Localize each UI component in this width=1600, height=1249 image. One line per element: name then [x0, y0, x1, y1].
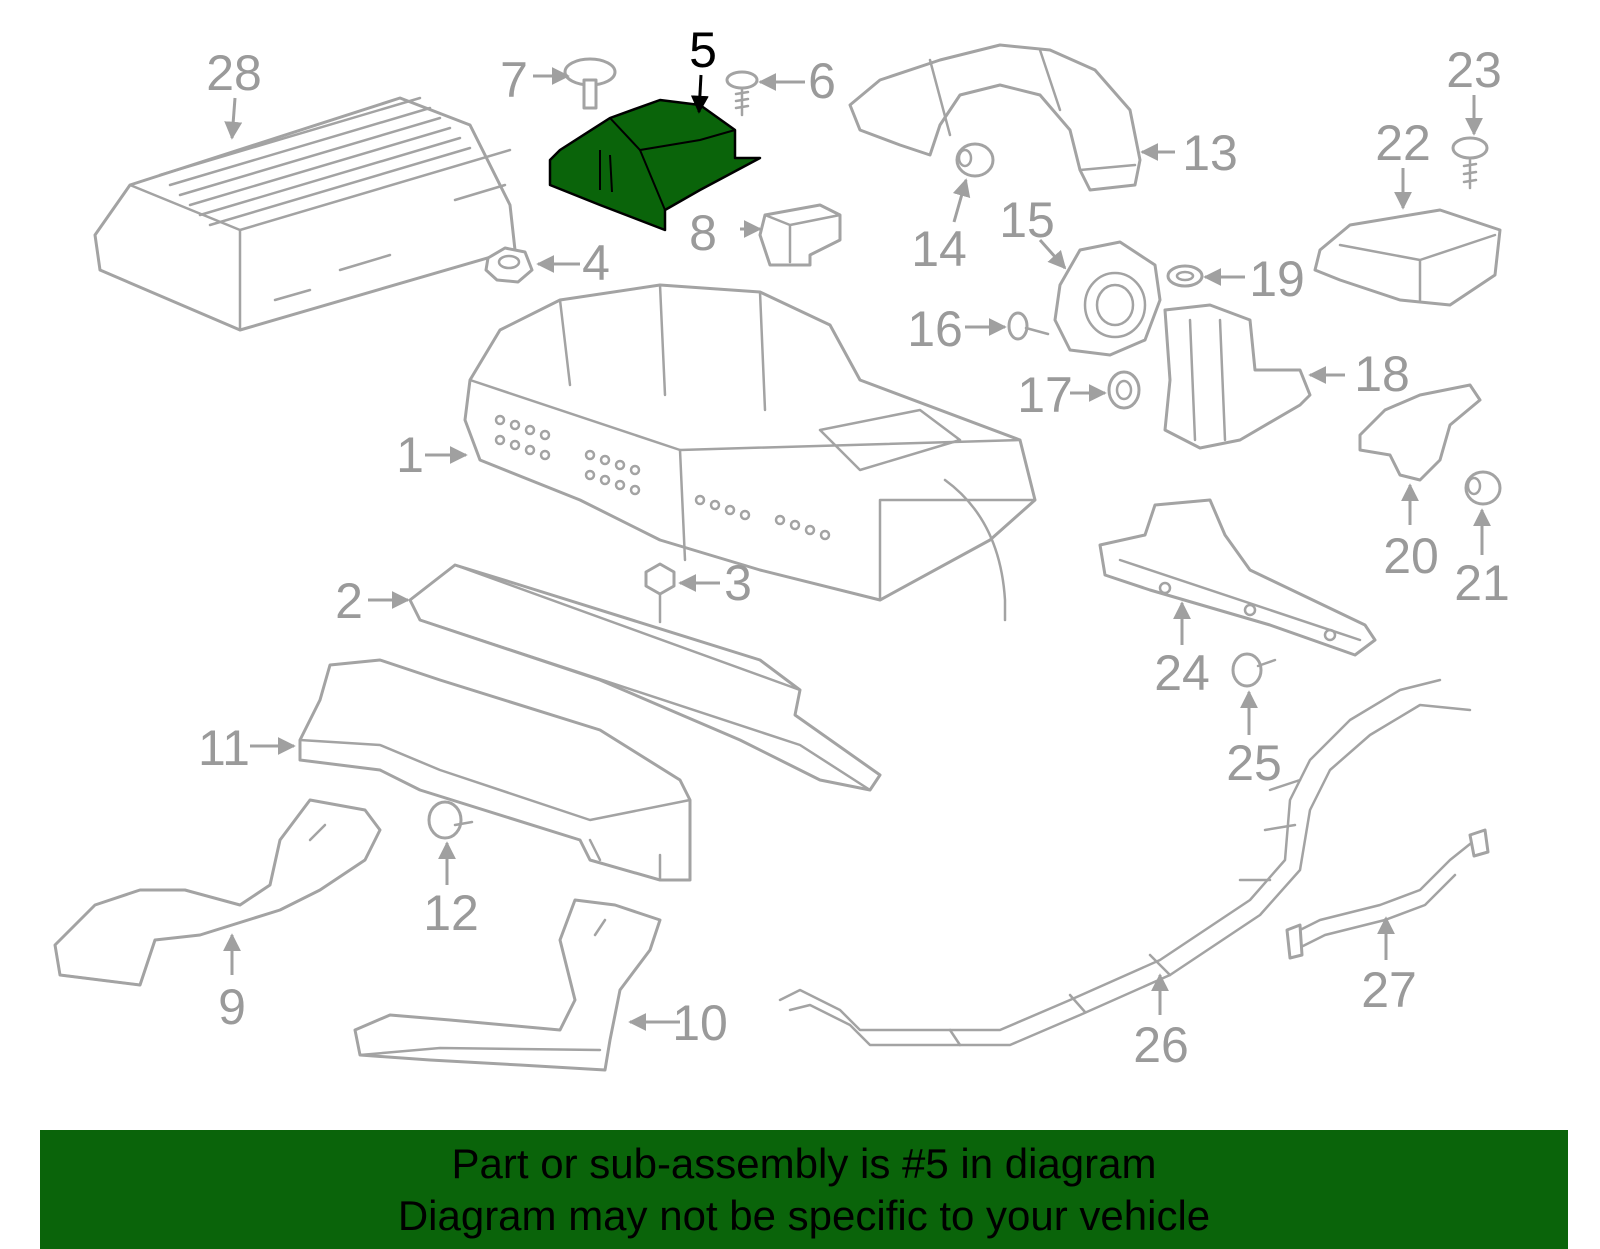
part-23-screw — [1451, 136, 1489, 190]
part-5-bracket — [548, 98, 762, 232]
part-28-module — [93, 96, 517, 332]
part-20-duct — [1358, 383, 1482, 482]
part-4-nut — [484, 246, 534, 284]
callout-labels: 28 7 5 6 8 4 1 2 3 11 12 9 10 13 14 15 1… — [198, 22, 1510, 1073]
callout-8: 8 — [689, 205, 717, 261]
callout-2: 2 — [335, 573, 363, 629]
callout-3: 3 — [724, 555, 752, 611]
info-banner: Part or sub-assembly is #5 in diagram Di… — [40, 1130, 1568, 1249]
callout-4: 4 — [582, 235, 610, 291]
part-17-ring — [1107, 370, 1141, 410]
callout-7: 7 — [500, 52, 528, 108]
part-21-grommet — [1464, 470, 1502, 506]
part-18-duct — [1163, 303, 1312, 450]
callout-20: 20 — [1383, 528, 1439, 584]
part-12-fastener — [427, 800, 474, 840]
callout-25: 25 — [1226, 735, 1282, 791]
part-25-fastener — [1231, 652, 1277, 688]
part-22-cover — [1313, 208, 1502, 307]
part-1-battery-pack — [463, 283, 1037, 622]
callout-17: 17 — [1017, 367, 1073, 423]
callout-15: 15 — [999, 192, 1055, 248]
part-3-bolt — [644, 562, 676, 624]
part-13-hose — [848, 43, 1142, 192]
callout-10: 10 — [672, 995, 728, 1051]
part-14-grommet — [955, 142, 995, 178]
callout-27: 27 — [1361, 962, 1417, 1018]
callout-5: 5 — [689, 22, 717, 78]
banner-line-1: Part or sub-assembly is #5 in diagram — [451, 1139, 1157, 1187]
part-2-tray — [408, 563, 882, 792]
banner-line-2: Diagram may not be specific to your vehi… — [397, 1191, 1211, 1239]
callout-19: 19 — [1249, 251, 1305, 307]
callout-24: 24 — [1154, 645, 1210, 701]
part-9-duct — [53, 798, 382, 987]
part-8-connector — [758, 203, 842, 267]
callout-18: 18 — [1354, 346, 1410, 402]
part-27-cable — [1285, 828, 1490, 960]
callout-6: 6 — [808, 53, 836, 109]
callout-16: 16 — [907, 301, 963, 357]
callout-12: 12 — [423, 885, 479, 941]
callout-9: 9 — [218, 979, 246, 1035]
part-26-harness — [778, 678, 1472, 1047]
part-19-ring — [1166, 264, 1204, 288]
callout-22: 22 — [1375, 115, 1431, 171]
callout-13: 13 — [1182, 125, 1238, 181]
callout-21: 21 — [1454, 555, 1510, 611]
part-6-screw — [725, 70, 759, 117]
callout-23: 23 — [1446, 42, 1502, 98]
callout-26: 26 — [1133, 1017, 1189, 1073]
part-10-duct — [353, 898, 662, 1072]
part-11-duct — [298, 658, 692, 882]
part-16-screw — [1007, 311, 1050, 341]
part-15-fan — [1053, 240, 1162, 357]
part-24-bracket — [1098, 498, 1377, 657]
callout-14: 14 — [911, 221, 967, 277]
callout-28: 28 — [206, 45, 262, 101]
leader-lines — [223, 67, 1491, 1031]
part-7-clip — [563, 57, 617, 110]
callout-1: 1 — [396, 427, 424, 483]
callout-11: 11 — [198, 720, 250, 776]
